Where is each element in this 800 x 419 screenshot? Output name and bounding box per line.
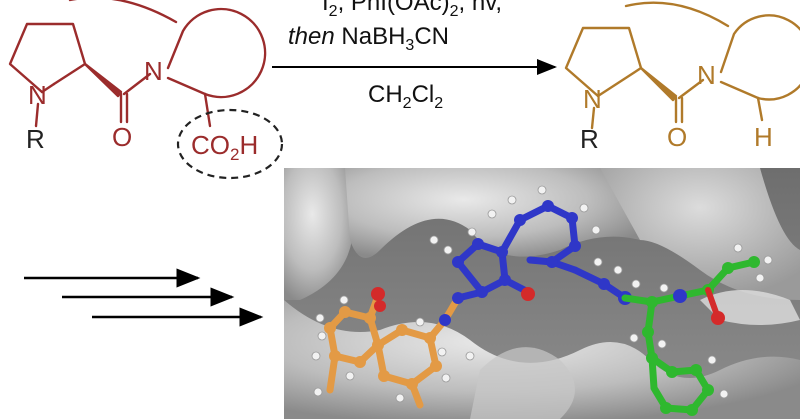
reactant-carboxylic-acid: CO2H xyxy=(191,130,258,164)
carbonyl-bond xyxy=(705,287,721,321)
reactant-labels: N N R O CO2H xyxy=(26,56,258,164)
reaction-conditions: I2, PhI(OAc)2, hv, then NaBH3CN CH2Cl2 xyxy=(288,0,502,112)
reactant-n-ring: N xyxy=(28,80,47,110)
product-r-group: R xyxy=(580,124,599,154)
hydrogen-atoms xyxy=(311,185,773,403)
amide-n-atoms xyxy=(439,289,687,326)
product-structure xyxy=(564,1,800,130)
reactant-n-amide: N xyxy=(144,56,163,86)
solvent-label: CH2Cl2 xyxy=(368,81,443,112)
reactant-structure xyxy=(8,0,267,128)
leaving-group-circle xyxy=(176,108,284,180)
reactant-r-group: R xyxy=(26,124,45,154)
blue-atoms xyxy=(452,200,632,305)
protein-ligand-model xyxy=(284,168,800,419)
product-labels: N N R O H xyxy=(580,60,773,154)
reactant-carbonyl-o: O xyxy=(112,122,132,152)
oxygen-atoms xyxy=(371,287,725,325)
parallel-arrows-icon xyxy=(24,268,264,327)
product-carbonyl-o: O xyxy=(667,122,687,152)
product-n-amide: N xyxy=(697,60,716,90)
conditions-line-2: then NaBH3CN xyxy=(288,23,449,54)
product-n-ring: N xyxy=(583,84,602,114)
conditions-line-1: I2, PhI(OAc)2, hv, xyxy=(322,0,502,20)
product-hydrogen: H xyxy=(754,122,773,152)
